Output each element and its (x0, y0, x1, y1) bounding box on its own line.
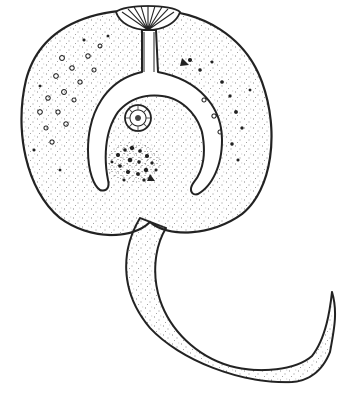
granule-cluster (106, 142, 162, 182)
tail (126, 218, 335, 382)
nucleus (125, 105, 151, 131)
